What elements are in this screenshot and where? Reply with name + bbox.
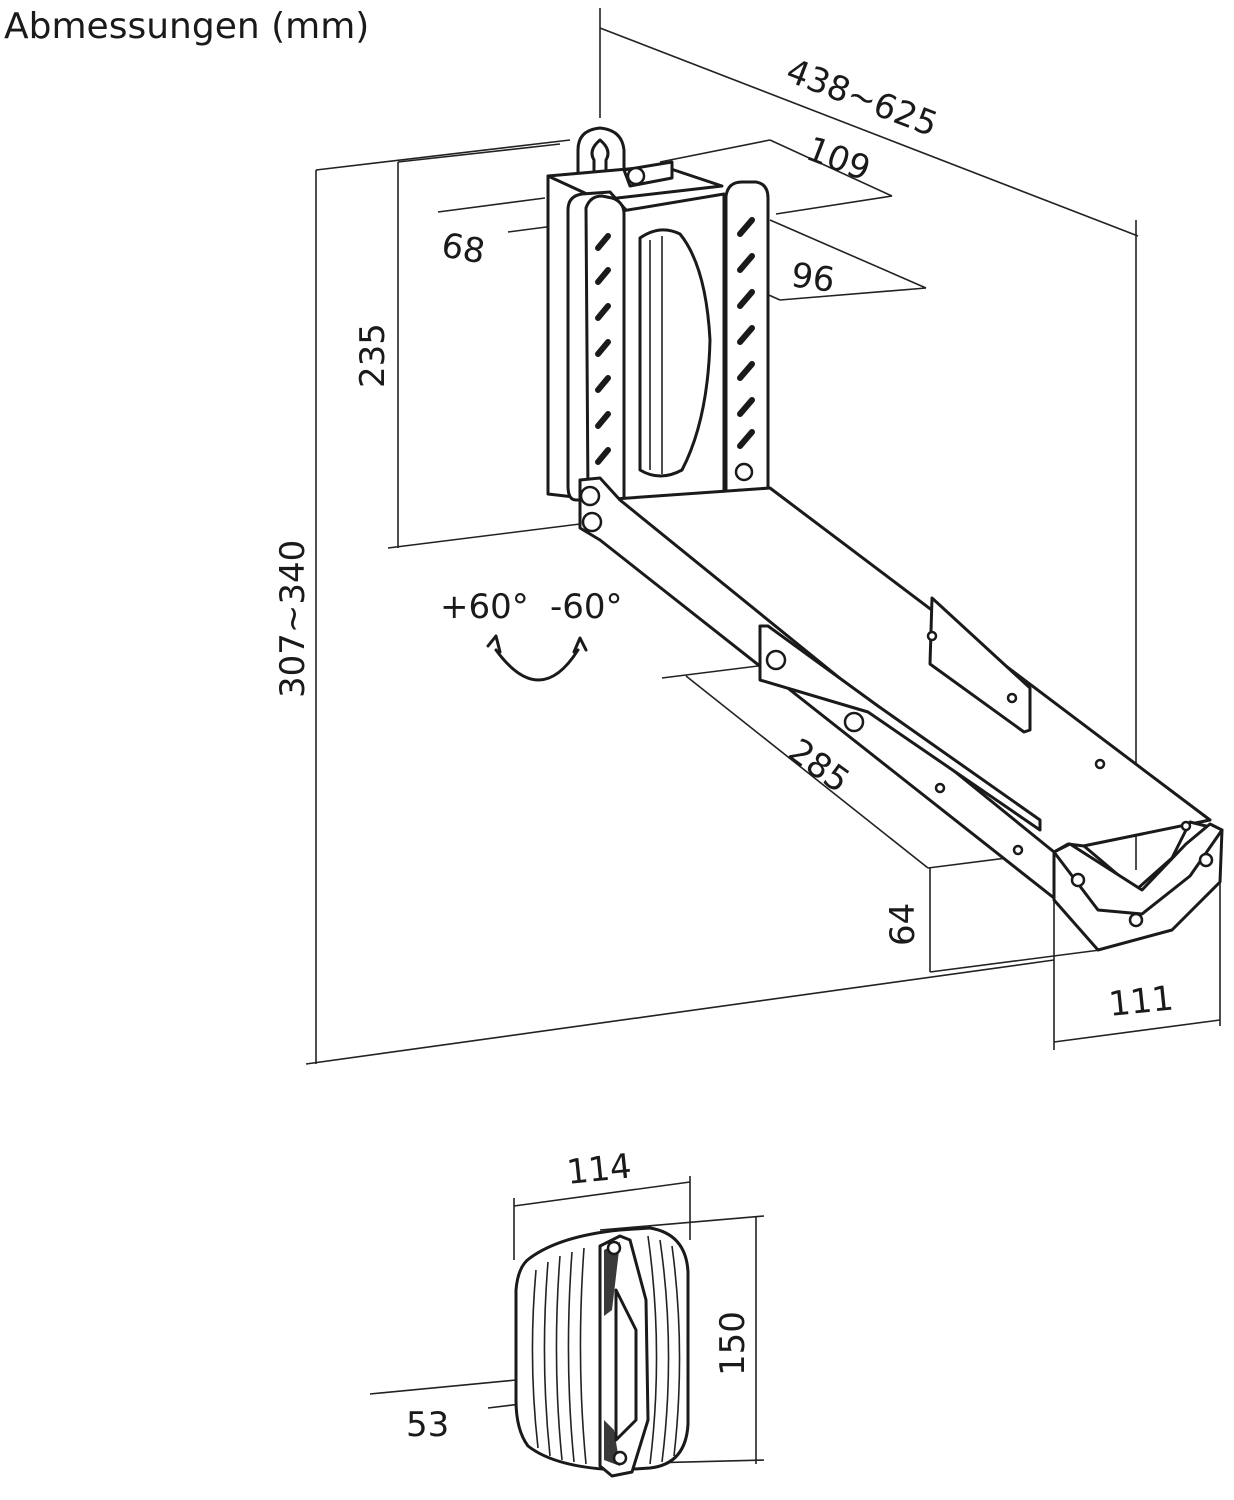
dim-cradle-height: 64: [883, 903, 923, 946]
dim-plate-height: 235: [353, 323, 393, 388]
rotation-arrow-icon: [486, 634, 588, 682]
dim-pad-height: 150: [713, 1311, 753, 1376]
dim-plate-depth: 68: [438, 225, 488, 272]
dim-arm-length: 285: [781, 731, 857, 802]
dim-pad-depth: 53: [406, 1405, 449, 1445]
dim-total-height: 307~340: [273, 540, 313, 698]
dim-tilt-plus: +60°: [440, 587, 529, 627]
dim-tilt-minus: -60°: [550, 587, 623, 627]
drawing-title: Abmessungen (mm): [4, 6, 369, 47]
dim-cradle-width: 111: [1107, 978, 1176, 1025]
wall-plate: [546, 126, 770, 542]
dimension-lines: [305, 8, 1221, 1065]
dim-total-depth: 438~625: [781, 51, 943, 145]
extension-arm: [578, 476, 1212, 900]
dim-plate-width: 96: [789, 255, 837, 301]
pad-detail-view: [369, 1176, 765, 1478]
dim-plate-width-top: 109: [801, 129, 876, 190]
dim-pad-width: 114: [565, 1146, 634, 1193]
speaker-cradle: [1052, 820, 1224, 952]
